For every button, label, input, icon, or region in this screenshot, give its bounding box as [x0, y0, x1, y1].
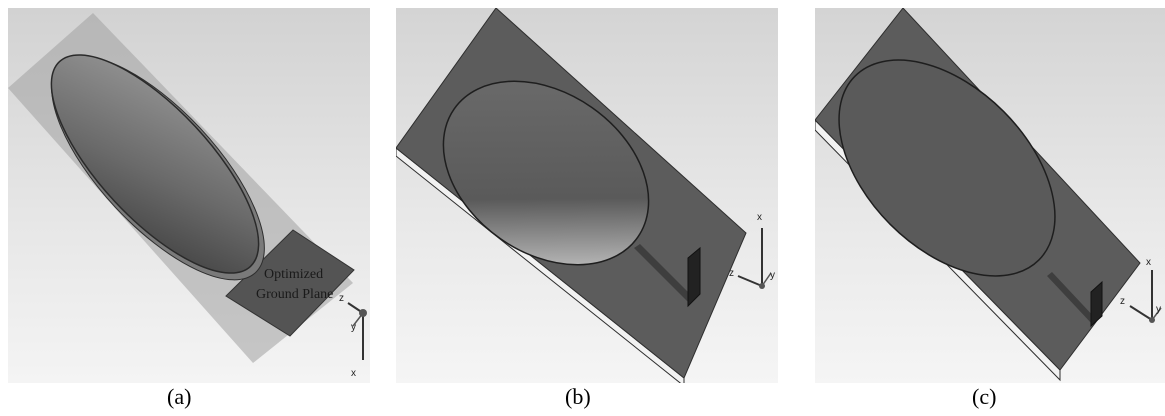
axis-label-x: x [1146, 257, 1151, 268]
feed-port [1090, 280, 1103, 328]
antenna-view-a: Optimized Ground Plane z y x [8, 8, 370, 383]
ground-plane-label-line1: Optimized [264, 267, 323, 282]
axis-label-y: y [770, 270, 775, 281]
axis-label-z: z [729, 268, 734, 279]
axis-label-x: x [757, 212, 762, 223]
axis-label-z: z [339, 293, 344, 304]
elliptical-patch [50, 54, 260, 274]
axis-label-y: y [1156, 304, 1161, 315]
antenna-view-b: x z y [396, 8, 778, 383]
feed-port [687, 246, 701, 308]
elliptical-patch-outline [838, 59, 1056, 277]
antenna-c-drawing: x z y [815, 8, 1162, 382]
caption-c: (c) [972, 384, 997, 409]
caption-b: (b) [565, 384, 591, 409]
caption-a: (a) [167, 384, 192, 409]
elliptical-patch [442, 80, 650, 266]
feed-line [1047, 272, 1097, 324]
axis-label-z: z [1120, 296, 1125, 307]
optimized-ground-plane [225, 229, 355, 337]
feed-line [634, 244, 694, 302]
antenna-a-drawing: Optimized Ground Plane z y x [8, 13, 367, 379]
axis-triad-icon: x z y [729, 212, 775, 289]
ground-plane-label-line2: Ground Plane [256, 287, 333, 302]
axis-triad-icon: x z y [1120, 257, 1162, 323]
antenna-view-c: x z y [815, 8, 1165, 383]
axis-label-x: x [351, 368, 356, 379]
antenna-b-drawing: x z y [396, 8, 775, 383]
axis-label-y: y [351, 322, 356, 333]
axis-triad-icon: z y x [339, 293, 367, 379]
